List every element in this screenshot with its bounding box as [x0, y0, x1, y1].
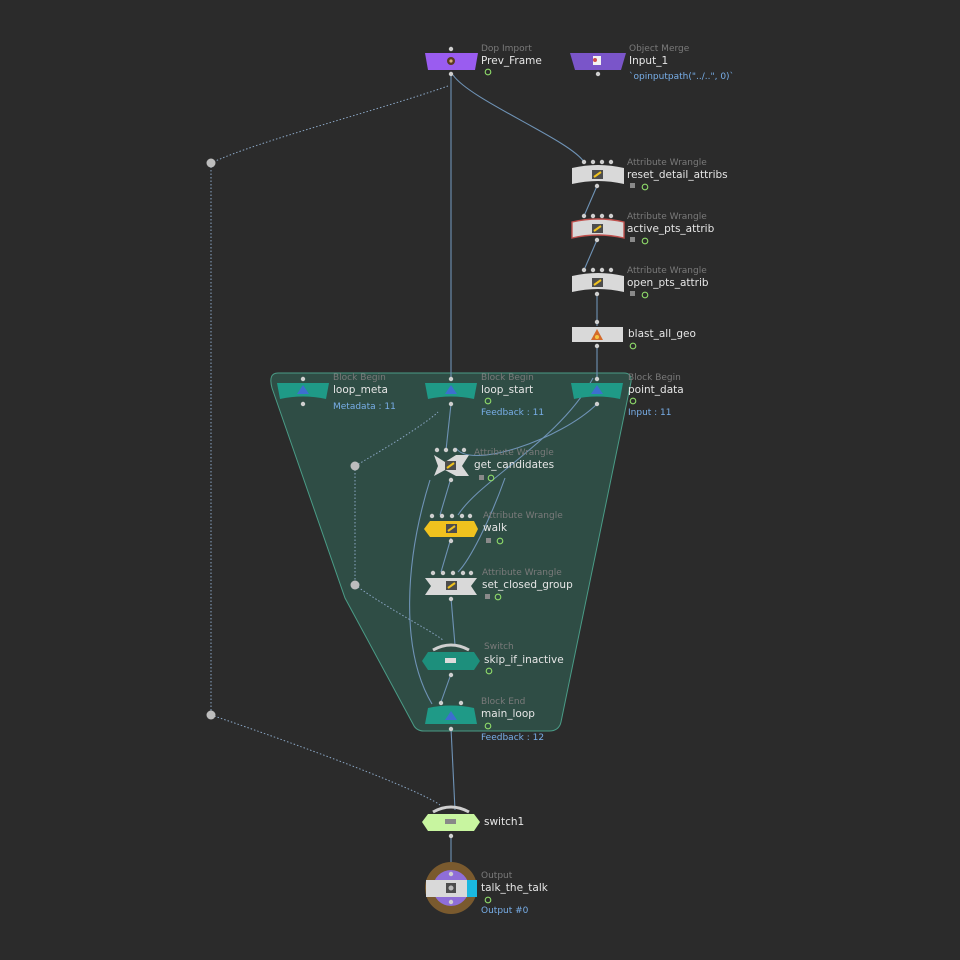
wire-setclosed-skip	[450, 597, 456, 646]
node-input-1[interactable]	[570, 53, 626, 77]
node-name-label[interactable]: reset_detail_attribs	[627, 169, 728, 181]
block-region	[270, 372, 632, 732]
node-type-label: Attribute Wrangle	[483, 511, 563, 521]
node-type-label: Attribute Wrangle	[627, 158, 707, 168]
wire-dot[interactable]	[206, 710, 216, 720]
node-walk[interactable]	[424, 513, 504, 545]
node-name-label[interactable]: switch1	[484, 816, 525, 828]
node-name-label[interactable]: point_data	[628, 384, 684, 396]
wire-prevframe-reset	[452, 74, 585, 163]
wire-candidates-walk	[439, 477, 452, 516]
wire-pointdata-candidates	[455, 403, 598, 456]
node-info-label: Input : 11	[628, 408, 672, 418]
switch-icon	[445, 819, 456, 824]
node-info-label: Metadata : 11	[333, 402, 396, 412]
object-merge-icon	[593, 56, 601, 65]
wire-mainloop-switch1	[450, 727, 456, 811]
node-info-label: Feedback : 12	[481, 733, 545, 743]
node-name-label[interactable]: loop_meta	[333, 384, 388, 396]
node-type-label: Block End	[481, 697, 526, 707]
node-name-label[interactable]: active_pts_attrib	[627, 223, 715, 235]
wire-walk-setclosed	[440, 537, 452, 573]
node-main-loop[interactable]	[425, 700, 492, 732]
dotted-wires	[210, 85, 449, 806]
node-loop-start[interactable]	[425, 376, 492, 407]
wrangle-icon	[445, 461, 456, 470]
wrangle-icon	[592, 224, 603, 233]
node-type-label: Block Begin	[628, 373, 681, 383]
node-get-candidates[interactable]	[434, 447, 495, 483]
node-blast-all-geo[interactable]	[572, 319, 637, 350]
node-open-pts-attrib[interactable]	[572, 267, 649, 299]
node-type-label: Attribute Wrangle	[474, 448, 554, 458]
node-loop-meta[interactable]	[277, 376, 329, 407]
wire-dot[interactable]	[350, 580, 360, 590]
wrangle-icon	[592, 278, 603, 287]
node-name-label[interactable]: talk_the_talk	[481, 882, 548, 894]
wire-dot[interactable]	[350, 461, 360, 471]
node-name-label[interactable]: Prev_Frame	[481, 55, 542, 67]
node-name-label[interactable]: walk	[483, 522, 508, 534]
switch-icon	[445, 658, 456, 663]
node-prev-frame[interactable]	[425, 46, 492, 77]
wire-reset-active	[583, 185, 598, 217]
wire-skip-mainloop	[440, 673, 452, 703]
node-type-label: Attribute Wrangle	[627, 212, 707, 222]
node-name-label[interactable]: blast_all_geo	[628, 328, 696, 340]
block-begin-icon	[297, 385, 309, 394]
wire-walk-setclosed-2	[457, 477, 506, 573]
block-begin-icon	[591, 385, 603, 394]
node-info-label: Output #0	[481, 906, 529, 916]
wire-active-open	[583, 239, 598, 271]
wrangle-icon	[446, 524, 457, 533]
output-icon	[446, 883, 456, 893]
node-name-label[interactable]: get_candidates	[474, 459, 555, 471]
wires	[409, 74, 598, 872]
node-active-pts-attrib[interactable]	[571, 213, 649, 245]
blast-icon	[591, 329, 603, 340]
node-skip-if-inactive[interactable]	[422, 643, 493, 678]
node-type-label: Object Merge	[629, 44, 690, 54]
node-set-closed-group[interactable]	[425, 570, 502, 602]
node-type-label: Dop Import	[481, 44, 532, 54]
node-talk-the-talk[interactable]	[425, 862, 492, 914]
block-begin-icon	[445, 385, 457, 394]
wrangle-icon	[592, 170, 603, 179]
node-type-label: Attribute Wrangle	[482, 568, 562, 578]
wrangle-icon	[446, 581, 457, 590]
node-name-label[interactable]: main_loop	[481, 708, 535, 720]
node-name-label[interactable]: loop_start	[481, 384, 534, 396]
node-point-data[interactable]	[571, 376, 637, 407]
node-name-label[interactable]: Input_1	[629, 55, 669, 67]
node-name-label[interactable]: open_pts_attrib	[627, 277, 709, 289]
display-flag[interactable]	[467, 880, 477, 897]
wire-dot[interactable]	[206, 158, 216, 168]
node-type-label: Block Begin	[333, 373, 386, 383]
block-end-icon	[445, 711, 457, 720]
node-name-label[interactable]: set_closed_group	[482, 579, 573, 591]
node-info-label: Feedback : 11	[481, 408, 545, 418]
wire-loopstart-skip-bypass	[409, 479, 433, 705]
dop-import-icon	[447, 57, 455, 65]
node-type-label: Block Begin	[481, 373, 534, 383]
wire-loopstart-candidates	[445, 403, 452, 451]
node-type-label: Output	[481, 871, 513, 881]
node-type-label: Switch	[484, 642, 514, 652]
node-switch1[interactable]	[422, 805, 480, 839]
node-reset-detail-attribs[interactable]	[572, 159, 649, 191]
node-name-label[interactable]: skip_if_inactive	[484, 654, 564, 666]
node-info-label: `opinputpath("../..", 0)`	[629, 72, 735, 82]
node-type-label: Attribute Wrangle	[627, 266, 707, 276]
wire-pointdata-walk	[457, 377, 594, 516]
